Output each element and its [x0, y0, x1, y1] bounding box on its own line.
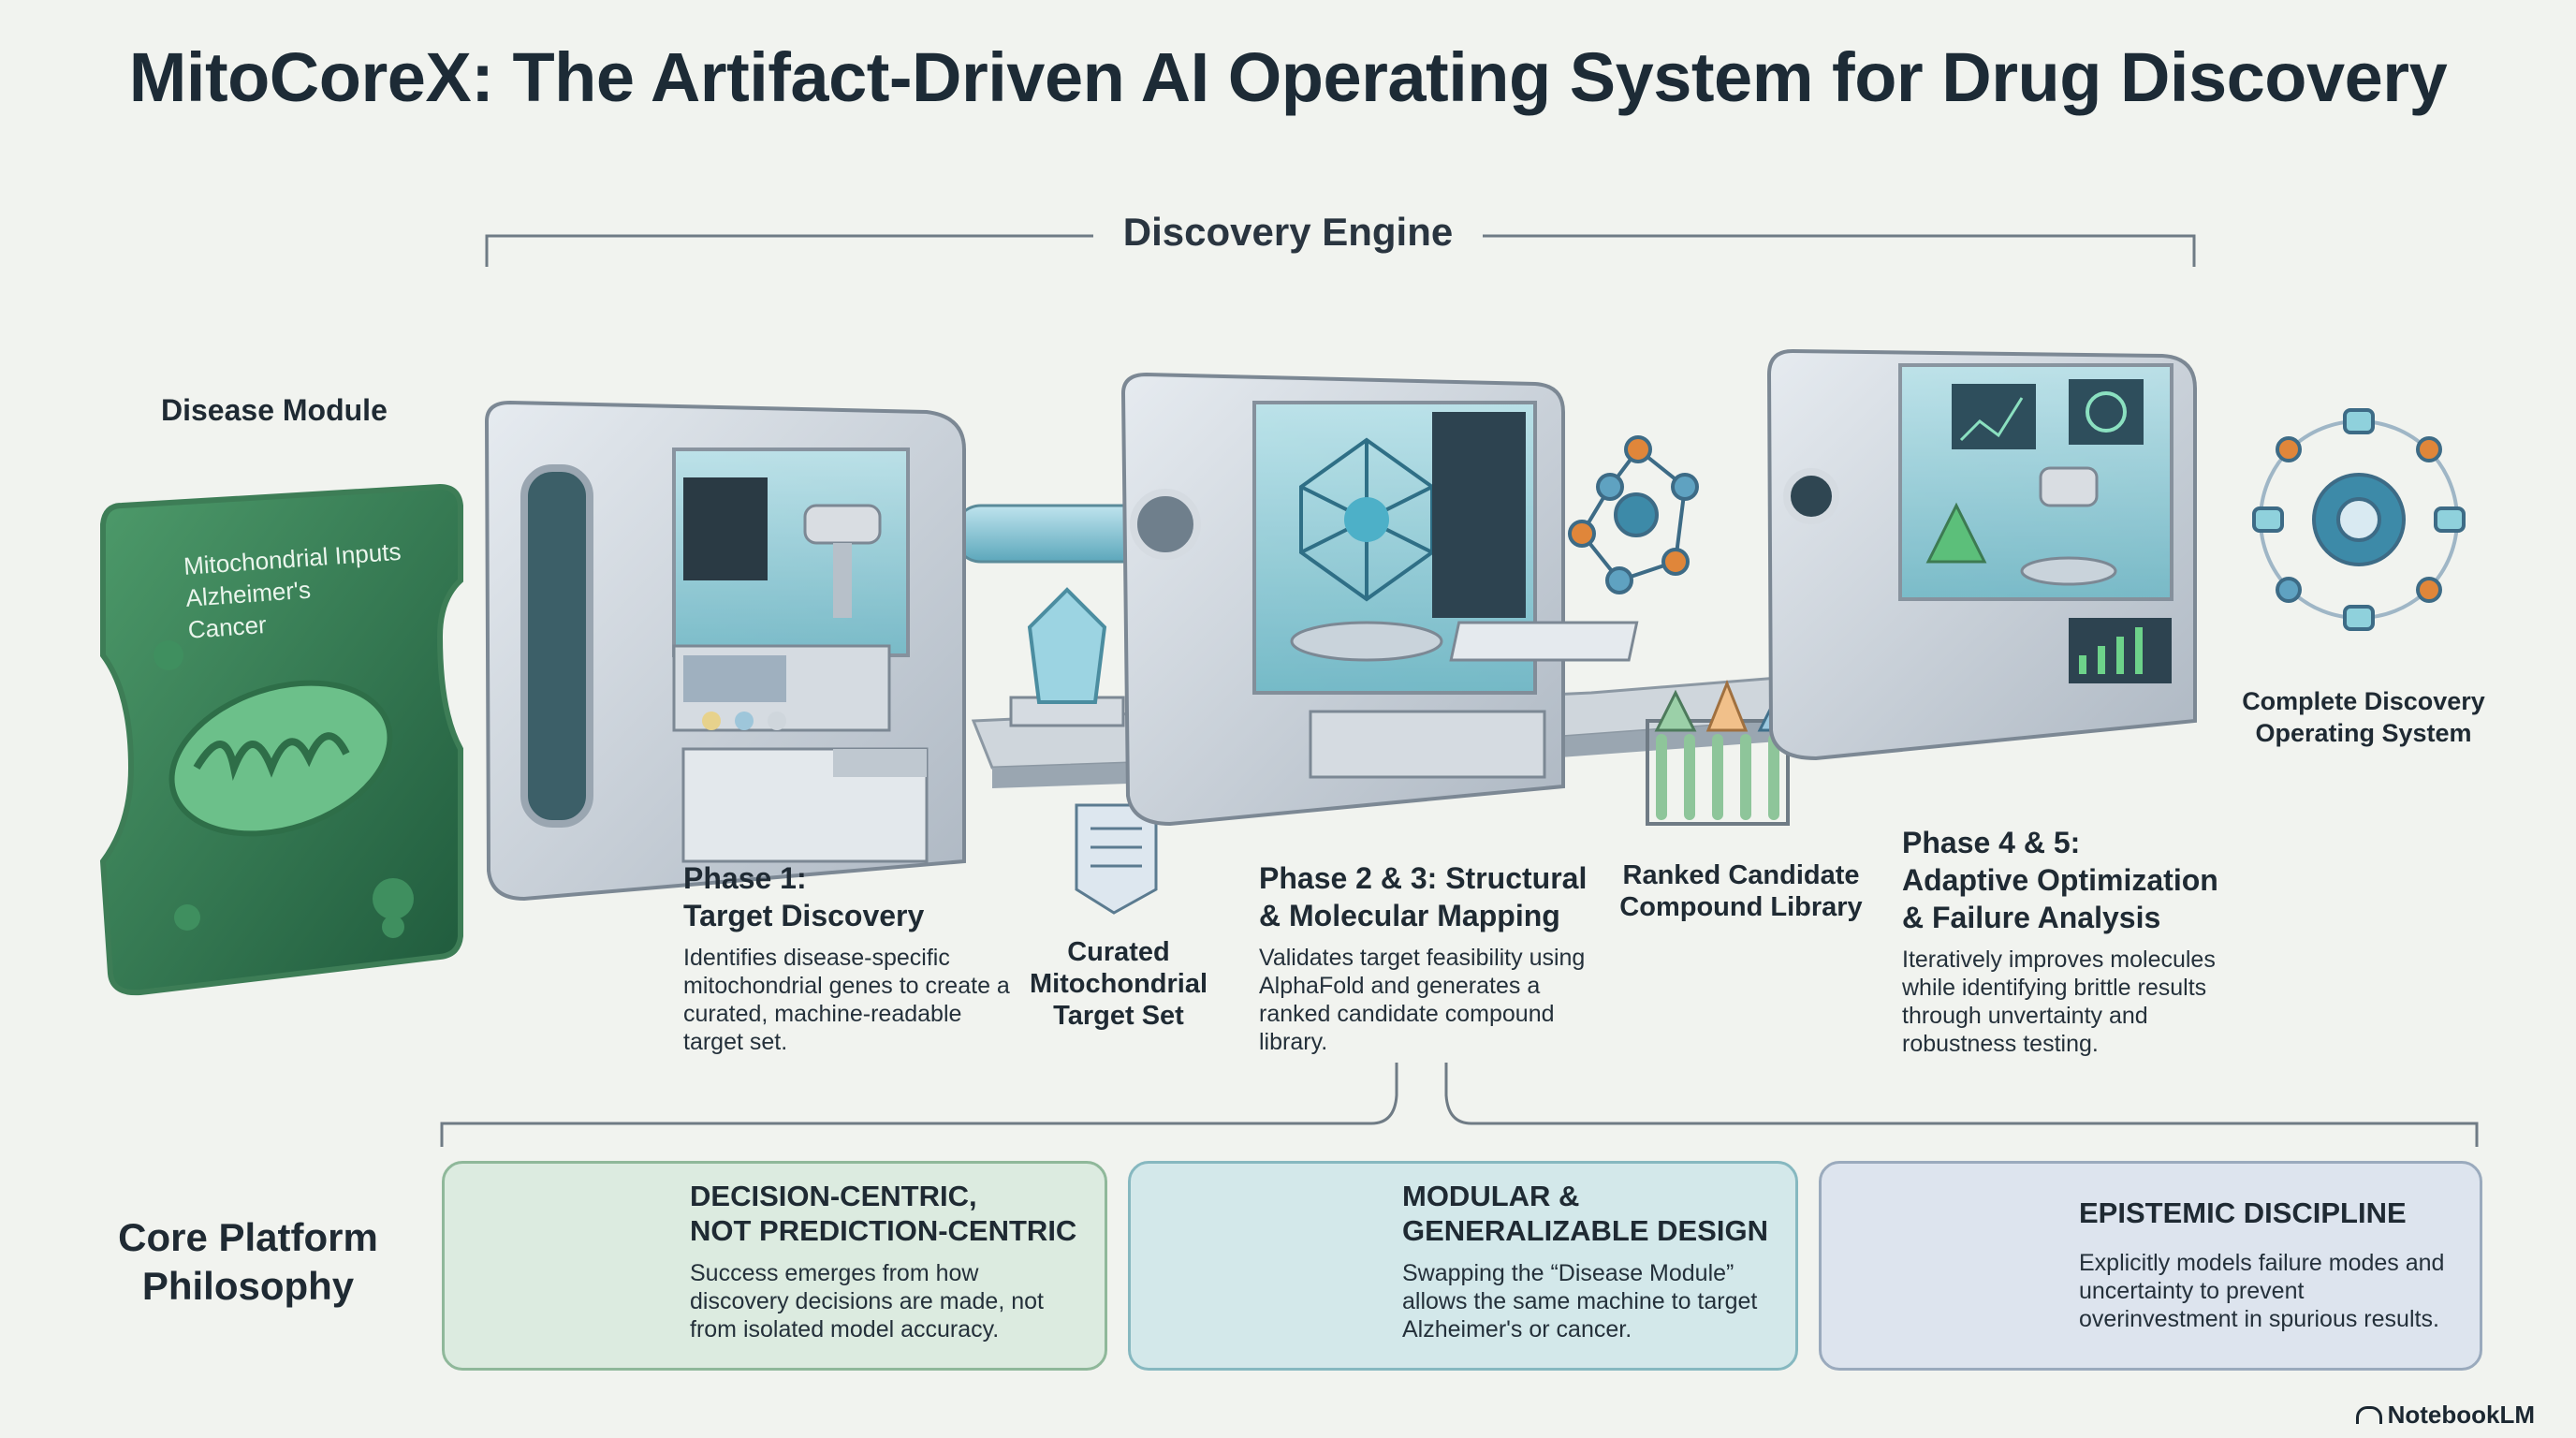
- disease-module-card-text: Mitochondrial Inputs Alzheimer's Cancer: [183, 534, 432, 646]
- notebooklm-logo-icon: [2355, 1406, 2382, 1424]
- philosophy-card-decision-centric: DECISION-CENTRIC, NOT PREDICTION-CENTRIC…: [442, 1161, 1107, 1371]
- disease-module-label: Disease Module: [161, 393, 388, 427]
- curated-target-set-label: Curated Mitochondrial Target Set: [1029, 937, 1208, 1031]
- card-1-title: DECISION-CENTRIC, NOT PREDICTION-CENTRIC: [690, 1180, 1077, 1247]
- philosophy-card-modular-design: MODULAR & GENERALIZABLE DESIGN Swapping …: [1128, 1161, 1798, 1371]
- phase-2-3-block: Phase 2 & 3: Structural & Molecular Mapp…: [1259, 859, 1596, 1056]
- card-3-title: EPISTEMIC DISCIPLINE: [2079, 1196, 2407, 1229]
- document-icon: [1075, 803, 1158, 915]
- card-1-description: Success emerges from how discovery decis…: [690, 1260, 1044, 1343]
- crystal-icon: [1009, 587, 1125, 727]
- complete-os-label: Complete Discovery Operating System: [2242, 687, 2485, 747]
- card-3-description: Explicitly models failure modes and unce…: [2079, 1250, 2445, 1332]
- phase-2-3-title: Phase 2 & 3: Structural & Molecular Mapp…: [1259, 861, 1588, 932]
- phase-1-title: Phase 1: Target Discovery: [683, 861, 925, 932]
- phase-4-5-title: Phase 4 & 5: Adaptive Optimization & Fai…: [1902, 826, 2218, 934]
- optimization-machine: [1766, 348, 2197, 761]
- structural-mapping-machine: [1120, 372, 1565, 827]
- card-2-description: Swapping the “Disease Module” allows the…: [1402, 1260, 1758, 1343]
- discovery-engine-label: Discovery Engine: [1122, 210, 1454, 254]
- brand-name: NotebookLM: [2387, 1401, 2535, 1429]
- notebooklm-brand: NotebookLM: [2355, 1401, 2535, 1430]
- compound-tray: [1449, 621, 1639, 662]
- molecule-icon: [1568, 435, 1699, 594]
- card-2-title: MODULAR & GENERALIZABLE DESIGN: [1402, 1180, 1768, 1247]
- network-gear-icon: [2252, 408, 2466, 631]
- philosophy-bracket: [440, 1063, 2479, 1147]
- core-platform-philosophy-label: Core Platform Philosophy: [118, 1215, 378, 1308]
- philosophy-card-epistemic-discipline: EPISTEMIC DISCIPLINE Explicitly models f…: [1819, 1161, 2482, 1371]
- phase-4-5-block: Phase 4 & 5: Adaptive Optimization & Fai…: [1902, 824, 2230, 1058]
- disease-module-card: [99, 483, 463, 996]
- phase-1-description: Identifies disease-specific mitochondria…: [683, 945, 1010, 1055]
- phase-2-3-description: Validates target feasibility using Alpha…: [1259, 945, 1586, 1055]
- target-discovery-machine: [484, 400, 966, 902]
- page-title: MitoCoreX: The Artifact-Driven AI Operat…: [128, 38, 2448, 116]
- discovery-engine-bracket: [485, 234, 2196, 267]
- phase-4-5-description: Iteratively improves molecules while ide…: [1902, 946, 2216, 1057]
- ranked-compound-library-label: Ranked Candidate Compound Library: [1619, 860, 1863, 922]
- phase-1-block: Phase 1: Target Discovery Identifies dis…: [683, 859, 1020, 1056]
